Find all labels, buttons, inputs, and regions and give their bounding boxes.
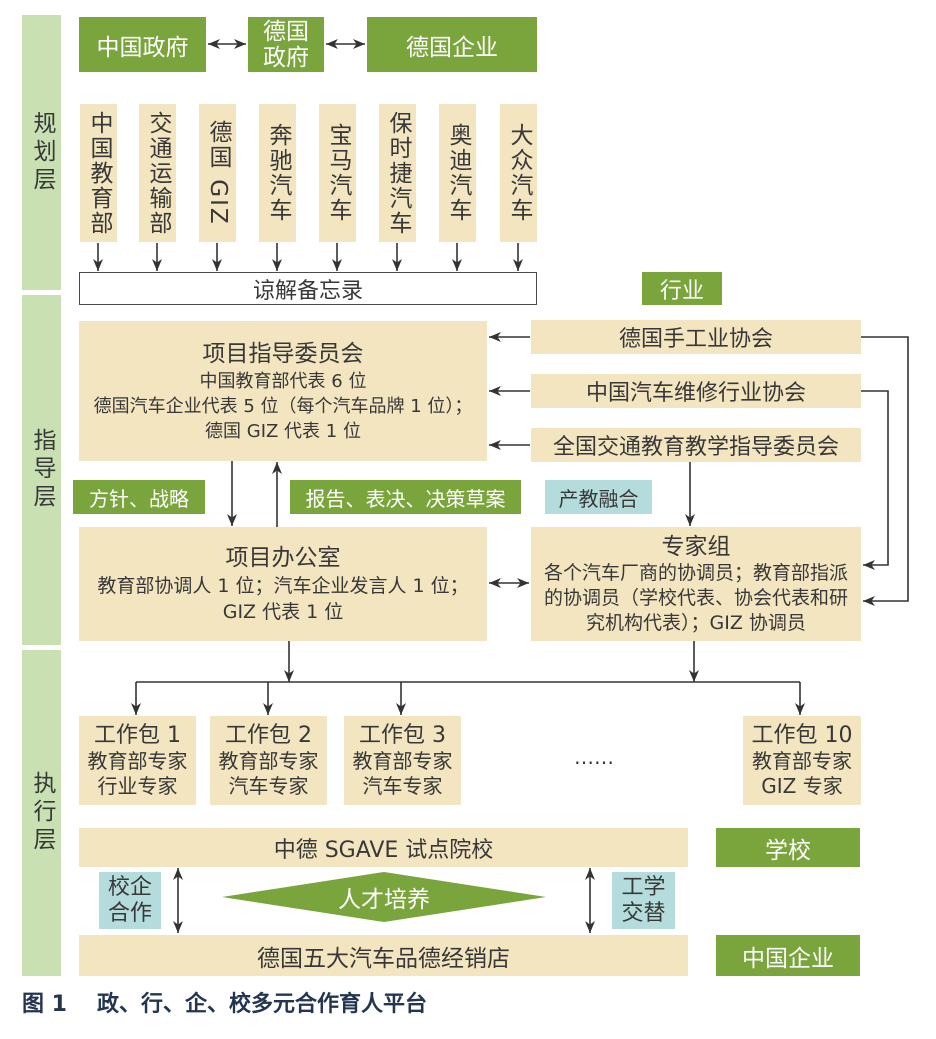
work-package-title: 工作包 10 <box>751 722 853 748</box>
mou-label: 谅解备忘录 <box>252 278 363 304</box>
school-enterprise-cooperation-box: 校企 合作 <box>99 872 161 929</box>
figure-number: 图 1 <box>22 992 67 1017</box>
layer-execution-label: 执行层 <box>29 771 55 855</box>
reports-label: 报告、表决、决策草案 <box>305 486 506 511</box>
stakeholder-label: 保时捷汽车 <box>385 110 411 236</box>
work-package-title: 工作包 3 <box>359 722 446 748</box>
enterprise-tag: 中国企业 <box>716 935 860 976</box>
work-package-box: 工作包 2 教育部专家 汽车专家 <box>210 716 327 805</box>
association-label: 中国汽车维修行业协会 <box>585 381 806 406</box>
expert-group-line: 各个汽车厂商的协调员；教育部指派 <box>543 561 848 584</box>
stakeholder-label: 奔驰汽车 <box>265 123 291 223</box>
work-package-line: 汽车专家 <box>362 773 443 798</box>
association-transport-education-box: 全国交通教育教学指导委员会 <box>531 428 861 462</box>
stakeholder-label: 大众汽车 <box>506 123 532 223</box>
work-package-box: 工作包 1 教育部专家 行业专家 <box>79 716 196 805</box>
stakeholder-label: 德国 GIZ <box>205 120 231 226</box>
stakeholder-label: 交通运输部 <box>145 110 171 236</box>
figure-title: 政、行、企、校多元合作育人平台 <box>97 992 428 1017</box>
work-study-alternation-box: 工学 交替 <box>612 872 675 929</box>
stakeholder-box: 中国教育部 <box>80 104 117 242</box>
mou-box: 谅解备忘录 <box>79 272 537 305</box>
china-government-box: 中国政府 <box>79 17 206 72</box>
talent-cultivation-label-box: 人才培养 <box>222 872 546 922</box>
stakeholder-box: 德国 GIZ <box>199 104 236 242</box>
stakeholder-box: 交通运输部 <box>139 104 176 242</box>
steering-committee-line: 德国 GIZ 代表 1 位 <box>205 420 361 442</box>
stakeholder-label: 奥迪汽车 <box>445 123 471 223</box>
layer-guidance: 指导层 <box>22 295 61 645</box>
pilot-schools-box: 中德 SGAVE 试点院校 <box>79 828 688 867</box>
talent-cultivation-label: 人才培养 <box>338 887 430 913</box>
policy-strategy-label: 方针、战略 <box>89 486 189 511</box>
work-package-line: 教育部专家 <box>218 748 319 773</box>
policy-strategy-label-box: 方针、战略 <box>73 480 205 514</box>
german-government-box: 德国 政府 <box>248 17 324 72</box>
association-handicraft-box: 德国手工业协会 <box>531 320 861 354</box>
steering-committee-line: 德国汽车企业代表 5 位（每个汽车品牌 1 位）； <box>93 395 473 417</box>
china-government-label: 中国政府 <box>96 34 189 61</box>
german-government-label-2: 政府 <box>263 44 309 71</box>
work-package-title: 工作包 1 <box>94 722 181 748</box>
layer-execution: 执行层 <box>22 650 61 976</box>
steering-committee-box: 项目指导委员会 中国教育部代表 6 位 德国汽车企业代表 5 位（每个汽车品牌 … <box>79 321 487 461</box>
connector-auto-repair-to-experts <box>861 390 889 570</box>
association-label: 德国手工业协会 <box>618 327 773 352</box>
work-package-line: 教育部专家 <box>752 748 852 773</box>
work-package-box: 工作包 10 教育部专家 GIZ 专家 <box>743 716 861 805</box>
school-enterprise-cooperation-label-2: 合作 <box>107 900 152 926</box>
reports-label-box: 报告、表决、决策草案 <box>290 480 521 514</box>
work-study-alternation-label-2: 交替 <box>621 900 666 926</box>
steering-committee-line: 中国教育部代表 6 位 <box>199 370 367 392</box>
enterprise-tag-label: 中国企业 <box>742 945 834 972</box>
work-package-line: 行业专家 <box>97 773 178 798</box>
connector-handicraft-to-experts <box>861 336 909 606</box>
work-package-box: 工作包 3 教育部专家 汽车专家 <box>344 716 461 805</box>
stakeholder-box: 奔驰汽车 <box>259 104 296 242</box>
expert-group-line: 究机构代表）；GIZ 协调员 <box>586 611 806 634</box>
steering-committee-title: 项目指导委员会 <box>202 340 364 367</box>
expert-group-line: 的协调员（学校代表、协会代表和研 <box>543 586 848 609</box>
dealerships-box: 德国五大汽车品德经销店 <box>79 935 688 976</box>
school-tag-label: 学校 <box>765 837 811 864</box>
work-package-line: 教育部专家 <box>352 748 453 773</box>
german-enterprises-box: 德国企业 <box>367 17 537 72</box>
layer-guidance-label: 指导层 <box>29 428 55 512</box>
stakeholder-box: 保时捷汽车 <box>379 104 416 242</box>
work-package-line: 教育部专家 <box>87 748 188 773</box>
stakeholder-box: 大众汽车 <box>500 104 537 242</box>
stakeholder-label: 中国教育部 <box>86 110 112 236</box>
work-package-line: 汽车专家 <box>228 773 309 798</box>
work-package-title: 工作包 2 <box>225 722 312 748</box>
industry-tag-label: 行业 <box>659 278 704 304</box>
dealerships-label: 德国五大汽车品德经销店 <box>257 945 510 972</box>
industry-education-label: 产教融合 <box>558 486 639 511</box>
work-package-ellipsis: …… <box>574 745 614 769</box>
project-office-line: GIZ 代表 1 位 <box>222 601 344 623</box>
project-office-title: 项目办公室 <box>225 545 341 571</box>
pilot-schools-label: 中德 SGAVE 试点院校 <box>273 837 494 863</box>
work-study-alternation-label-1: 工学 <box>621 874 666 900</box>
expert-group-box: 专家组 各个汽车厂商的协调员；教育部指派 的协调员（学校代表、协会代表和研 究机… <box>531 527 861 641</box>
project-office-line: 教育部协调人 1 位；汽车企业发言人 1 位； <box>97 575 469 597</box>
stakeholder-box: 奥迪汽车 <box>439 104 476 242</box>
school-enterprise-cooperation-label-1: 校企 <box>107 874 152 900</box>
german-enterprises-label: 德国企业 <box>406 34 498 61</box>
project-office-box: 项目办公室 教育部协调人 1 位；汽车企业发言人 1 位； GIZ 代表 1 位 <box>79 527 487 641</box>
german-government-label-1: 德国 <box>263 18 309 45</box>
association-label: 全国交通教育教学指导委员会 <box>552 435 839 460</box>
stakeholder-label: 宝马汽车 <box>325 123 351 223</box>
work-package-line: GIZ 专家 <box>761 773 843 798</box>
school-tag: 学校 <box>716 828 860 867</box>
layer-planning: 规划层 <box>22 15 61 290</box>
layer-planning-label: 规划层 <box>29 110 55 195</box>
industry-education-label-box: 产教融合 <box>545 480 652 514</box>
stakeholder-box: 宝马汽车 <box>319 104 356 242</box>
industry-tag: 行业 <box>642 272 722 305</box>
association-auto-repair-box: 中国汽车维修行业协会 <box>531 374 861 408</box>
expert-group-title: 专家组 <box>661 533 731 560</box>
